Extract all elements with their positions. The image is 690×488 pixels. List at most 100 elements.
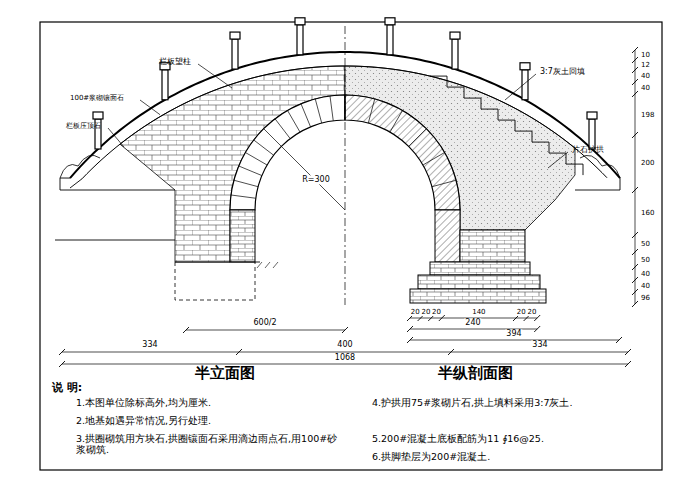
note: 5.200#混凝土底板配筋为11 ∮16@25. [372,434,544,445]
bridge-lines [40,18,662,470]
view-title: 半立面图 [195,365,255,382]
rail-post [232,39,238,69]
post-cap [230,32,240,39]
scroll-ornament [580,155,620,178]
part-label: 栏板望柱 [159,57,191,66]
ground-line [55,240,260,262]
rail-post [452,39,458,69]
dimension-tick [632,47,638,53]
view-title: 半纵剖面图 [438,365,513,382]
rail-post [589,119,595,149]
notes-heading: 说 明: [52,382,82,395]
voussoir-joint [368,99,374,123]
note: 2.地基如遇异常情况,另行处理. [76,416,211,427]
dimension: 394 [505,329,522,338]
dimension: 40 [641,269,650,277]
dimension-tick [632,79,638,85]
dimension: 10 [641,51,650,59]
scroll-ornament [60,155,100,178]
note: 1.本图单位除标高外,均为厘米. [76,398,211,409]
dimension: 12 [641,61,650,69]
sheet-frame [40,22,662,470]
dimension-tick [625,361,631,367]
post-cap [587,112,597,119]
deck-end [575,178,620,190]
post-cap [93,112,103,119]
leader-line [505,74,536,100]
deck-end [60,178,175,190]
rail-post [162,70,168,100]
voussoir-joint [254,140,274,155]
dimension-tick [616,337,622,343]
voussoir-joint [234,180,258,186]
arch-leg [435,210,460,262]
part-label: 100#浆砌镶面石 [70,94,124,102]
dimension: 20 [431,308,442,316]
post-cap [450,32,460,39]
voussoir-joint [423,153,445,166]
dimension-line [62,364,628,365]
base-step [430,262,530,275]
dimension: 40 [641,282,650,290]
dimension: 40 [641,84,650,92]
masonry-spandrel [120,66,345,262]
arch-ring-left [230,95,345,210]
note: 6.拱脚垫层为200#混凝土. [372,452,490,463]
dimension-tick [632,132,638,138]
leader-line [198,64,232,88]
voussoir-joint [275,119,290,139]
dimension-tick [632,264,638,270]
note: 4.护拱用75#浆砌片石,拱上填料采用3:7灰土. [372,398,622,409]
ground-hatch [257,262,278,268]
voussoir-joint [245,153,267,166]
dimension-line [410,340,619,341]
rail-post [297,25,303,55]
dimension-line [62,352,628,353]
dimension: 20 [420,308,431,316]
arch-ring-right [345,95,460,210]
leader-line [548,152,568,168]
dimension: 20 [410,308,421,316]
dimension-tick [632,277,638,283]
dimension-tick [534,326,540,332]
part-label: 片石护拱 [572,145,604,154]
post-cap [385,18,395,25]
base-step [418,275,540,289]
dimension-tick [632,232,638,238]
dimension: 240 [464,318,481,327]
dimension-tick [632,91,638,97]
post-cap [295,18,305,25]
dimension-line [635,50,636,304]
voussoir-joint [231,195,256,198]
voussoir-joint [239,166,262,176]
voussoir-joint [409,129,427,147]
dimension-tick [632,289,638,295]
dimension-tick [342,327,348,333]
dimension-tick [632,249,638,255]
dimension-tick [448,349,454,355]
dimension: 96 [641,294,650,302]
center-line [345,26,346,305]
voussoir-joint [264,129,282,147]
base-step [410,289,546,303]
leader-line [108,128,124,147]
arch-leg [230,210,255,262]
dimension: 40 [641,72,650,80]
dimension: 334 [531,340,548,349]
voussoir-joint [315,99,321,123]
radius-line [281,146,345,210]
dimension: 20 [516,308,527,316]
dimension: 140 [471,308,486,316]
dimension-line [186,330,345,331]
dimension: 1068 [334,353,356,362]
voussoir-joint [390,110,403,132]
dimension-tick [632,57,638,63]
dimension: 50 [641,255,650,263]
dimension-tick [183,327,189,333]
part-label: 栏板压顶石 [66,122,101,130]
dimension: 400 [336,340,353,349]
dimension-tick [632,301,638,307]
dimension-tick [632,67,638,73]
